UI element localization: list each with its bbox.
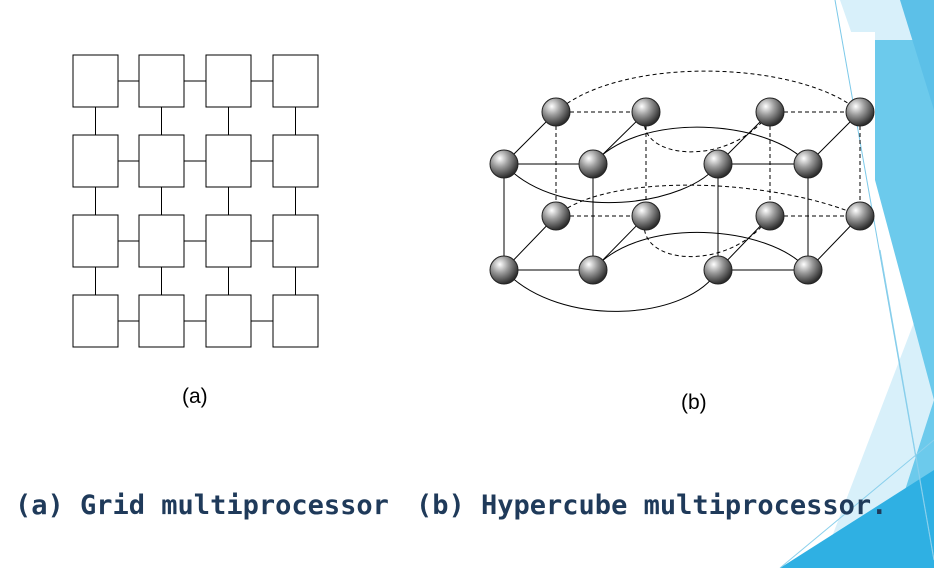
hypercube-processor-node [541,201,571,231]
grid-processor-node [72,54,119,108]
grid-processor-node [205,294,252,348]
accent-line [879,249,934,561]
hypercube-sublabel: (b) [681,391,707,414]
grid-processor-node [205,54,252,108]
hypercube-hidden-curve-link [643,215,771,258]
accent-shape-edge [900,0,934,110]
hypercube-curve-link [592,231,809,271]
grid-processor-node [138,294,185,348]
hypercube-multiprocessor-diagram [489,70,875,312]
grid-processor-node [72,134,119,188]
accent-shape-bottom [780,470,934,568]
grid-processor-node [72,214,119,268]
white-panel [820,32,875,520]
hypercube-curve-link [592,126,809,165]
hypercube-hidden-curve-link [555,184,861,217]
grid-processor-node [138,214,185,268]
grid-sublabel: (a) [182,385,208,408]
hypercube-processor-node [755,97,785,127]
hypercube-processor-node [793,255,823,285]
grid-processor-node [272,294,319,348]
hypercube-processor-node [793,149,823,179]
grid-processor-node [272,214,319,268]
hypercube-hidden-curve-link [643,111,771,153]
hypercube-processor-node [845,97,875,127]
grid-processor-node [138,54,185,108]
hypercube-hidden-curve-link [555,70,861,113]
grid-multiprocessor-diagram [72,54,319,348]
accent-line [779,439,934,568]
grid-processor-node [138,134,185,188]
hypercube-processor-node [578,255,608,285]
hypercube-processor-node [631,97,661,127]
hypercube-processor-node [631,201,661,231]
grid-processor-node [272,134,319,188]
hypercube-curve-link [503,163,719,204]
hypercube-processor-node [541,97,571,127]
hypercube-processor-node [489,149,519,179]
hypercube-processor-node [845,201,875,231]
hypercube-processor-node [755,201,785,231]
grid-processor-node [272,54,319,108]
grid-processor-node [205,134,252,188]
caption-grid: (a) Grid multiprocessor [15,490,389,521]
grid-processor-node [205,214,252,268]
accent-shape-dark [875,40,934,568]
hypercube-processor-node [578,149,608,179]
caption-hypercube: (b) Hypercube multiprocessor. [416,490,888,521]
grid-processor-node [72,294,119,348]
hypercube-processor-node [489,255,519,285]
hypercube-processor-node [703,255,733,285]
hypercube-processor-node [703,149,733,179]
hypercube-curve-link [503,269,719,312]
